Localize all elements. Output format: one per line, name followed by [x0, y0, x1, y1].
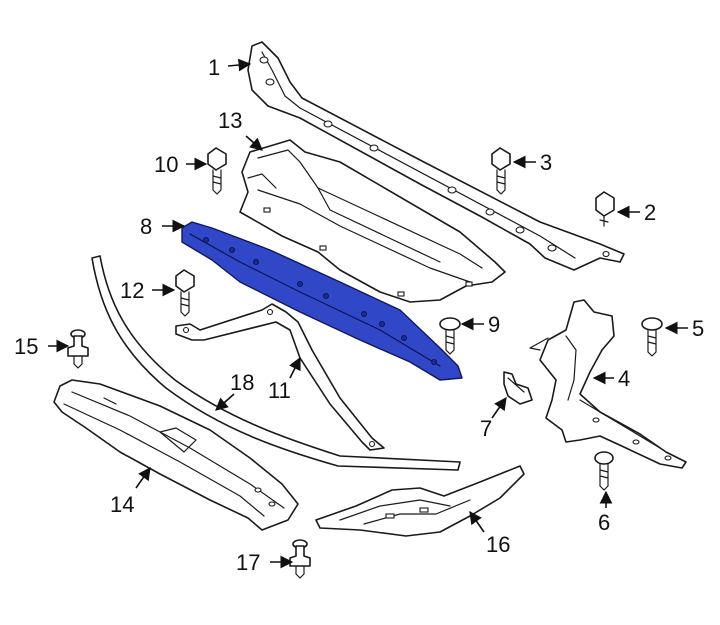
- callout-3: 3: [540, 150, 552, 175]
- callout-9: 9: [488, 312, 500, 337]
- part-9-screw: [439, 317, 461, 355]
- part-5-screw: [641, 317, 663, 357]
- part-4-side-bracket: [529, 299, 687, 469]
- callout-10: 10: [154, 152, 178, 177]
- part-18-seal-strip: [91, 255, 461, 471]
- part-1-upper-support-rail: [247, 41, 625, 271]
- part-12-bolt: [175, 269, 195, 317]
- callout-4: 4: [618, 366, 630, 391]
- part-10-bolt: [207, 147, 227, 195]
- part-14-cowl-panel: [53, 379, 299, 531]
- callout-13: 13: [218, 108, 242, 133]
- callout-15: 15: [14, 334, 38, 359]
- part-11-support-brace: [175, 303, 385, 451]
- callout-7: 7: [480, 416, 492, 441]
- callout-leaders: [48, 58, 688, 569]
- callout-12: 12: [120, 278, 144, 303]
- callout-6: 6: [598, 510, 610, 535]
- callout-16: 16: [486, 532, 510, 557]
- callout-2: 2: [644, 200, 656, 225]
- callout-5: 5: [692, 316, 704, 341]
- part-8-cross-member-highlighted: [181, 221, 463, 381]
- part-3-bolt: [491, 147, 511, 195]
- callout-labels: 1 2 3 4 5 6 7 8 9 10 11 12 13 14 15 16 1…: [14, 55, 704, 575]
- part-16-lower-cowl-extension: [315, 465, 525, 537]
- callout-8: 8: [140, 214, 152, 239]
- callout-17: 17: [236, 550, 260, 575]
- callout-18: 18: [230, 370, 254, 395]
- part-17-push-clip: [289, 539, 311, 579]
- callout-1: 1: [208, 55, 220, 80]
- part-6-bolt: [594, 451, 614, 491]
- part-15-push-clip: [67, 329, 89, 369]
- callout-14: 14: [110, 492, 134, 517]
- callout-11: 11: [268, 378, 291, 403]
- part-2-nut-fastener: [595, 191, 615, 227]
- part-13-cover-panel: [239, 139, 506, 303]
- part-7-clip-bracket: [503, 371, 533, 405]
